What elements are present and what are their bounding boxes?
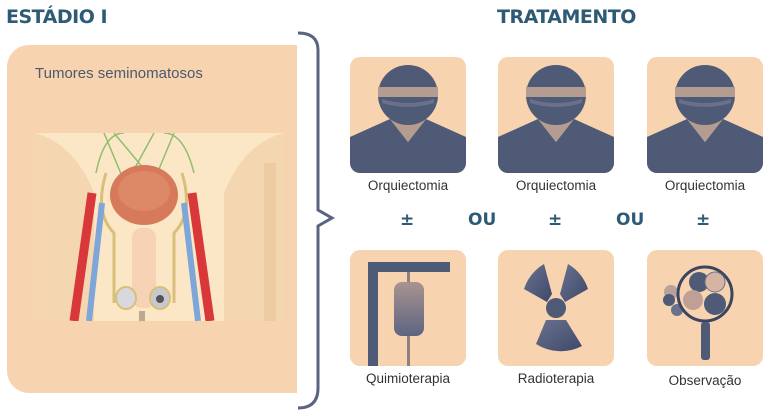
plus-minus-operator: ±	[548, 210, 563, 230]
stage-heading: ESTÁDIO I	[6, 6, 108, 28]
grouping-brace	[297, 31, 336, 410]
treatment-label: Orquiectomia	[664, 178, 746, 193]
treatment-label: Orquiectomia	[515, 178, 597, 193]
surgeon-icon	[350, 57, 466, 173]
or-operator: OU	[616, 210, 645, 230]
stage-panel: Tumores seminomatosos	[7, 45, 297, 393]
radiation-icon	[498, 250, 614, 366]
plus-minus-operator: ±	[696, 210, 711, 230]
or-operator: OU	[468, 210, 497, 230]
treatment-label: Quimioterapia	[365, 371, 451, 386]
anatomy-illustration	[34, 132, 284, 322]
tumor-type-label: Tumores seminomatosos	[35, 65, 203, 82]
surgeon-icon	[647, 57, 763, 173]
treatment-heading: TRATAMENTO	[497, 6, 636, 28]
surgeon-icon	[498, 57, 614, 173]
treatment-label: Radioterapia	[517, 371, 595, 386]
iv-drip-icon	[350, 250, 466, 366]
treatment-label: Orquiectomia	[367, 178, 449, 193]
plus-minus-operator: ±	[400, 210, 415, 230]
treatment-label: Observação	[668, 373, 742, 388]
magnifier-icon	[647, 250, 763, 366]
